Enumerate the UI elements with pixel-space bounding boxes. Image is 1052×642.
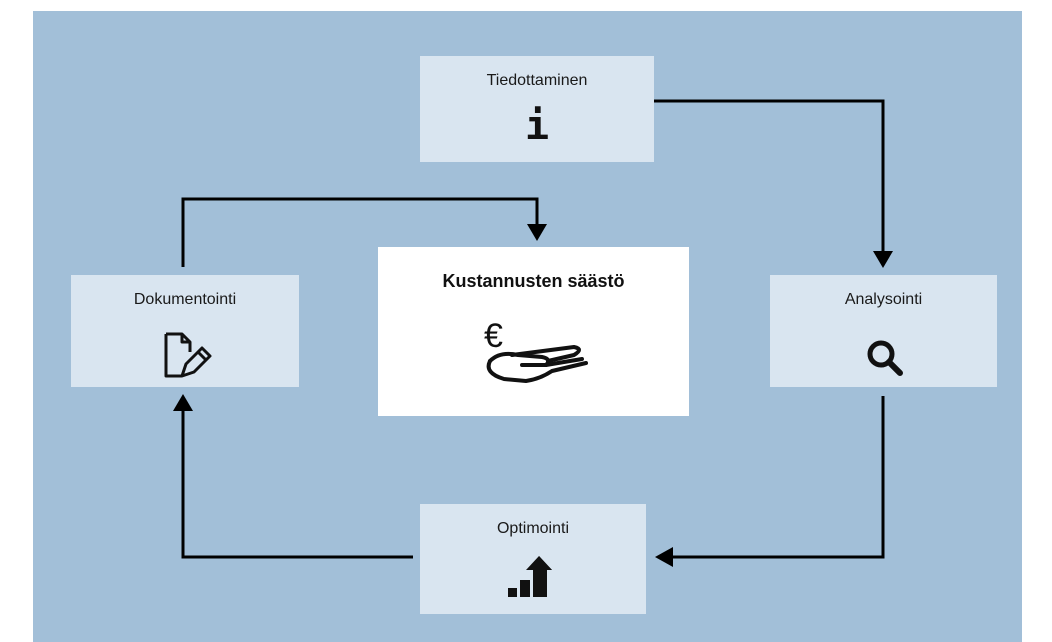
arrow-tiedottaminen-to-analysointi: [654, 99, 885, 262]
node-tiedottaminen-label: Tiedottaminen: [486, 72, 588, 89]
arrowhead-to-dokumentointi: [173, 394, 193, 411]
arrow-dokumentointi-to-center: [181, 197, 539, 267]
svg-text:€: €: [484, 317, 503, 355]
arrowhead-to-center: [527, 224, 547, 241]
arrowhead-to-analysointi: [873, 251, 893, 268]
node-optimointi: Optimointi: [420, 504, 646, 614]
arrowhead-to-optimointi: [655, 547, 673, 567]
node-tiedottaminen: Tiedottaminen i: [420, 56, 654, 162]
arrow-optimointi-to-dokumentointi: [181, 406, 413, 559]
node-analysointi-label: Analysointi: [844, 291, 923, 308]
center-node-title: Kustannusten säästö: [442, 271, 625, 291]
document-pencil-icon: [164, 332, 212, 378]
node-optimointi-label: Optimointi: [496, 520, 570, 537]
magnifier-icon: [867, 340, 903, 376]
bar-chart-arrow-icon: [508, 556, 552, 597]
info-icon: i: [524, 103, 550, 149]
node-dokumentointi-label: Dokumentointi: [133, 291, 237, 308]
euro-hand-icon: €: [484, 317, 588, 383]
node-analysointi: Analysointi: [770, 275, 997, 387]
center-node-cost-savings: Kustannusten säästö €: [378, 247, 689, 416]
arrow-analysointi-to-optimointi: [668, 396, 885, 559]
node-dokumentointi: Dokumentointi: [71, 275, 299, 387]
